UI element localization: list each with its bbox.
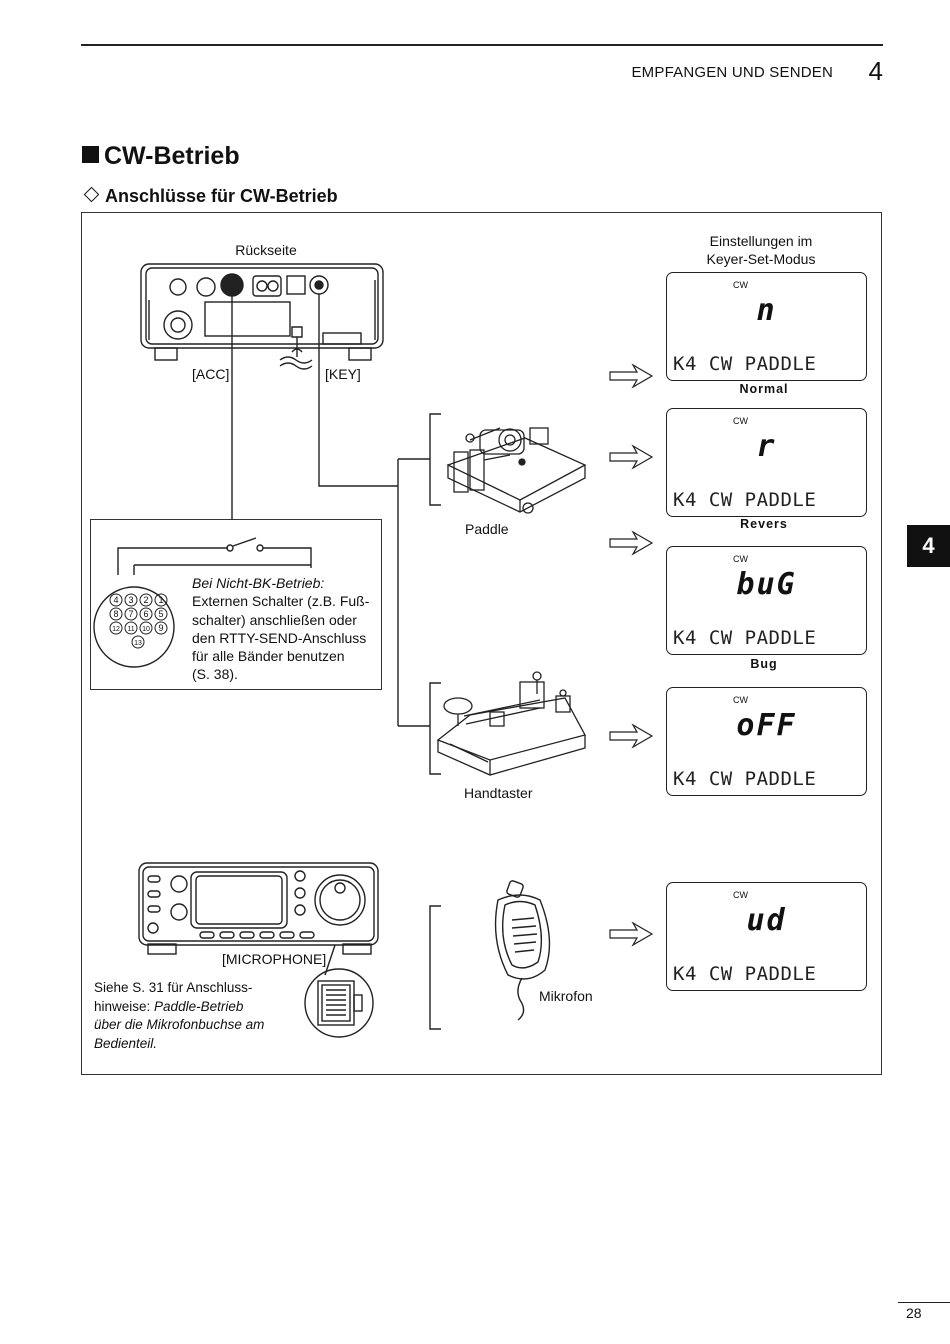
mic-note-line: über die Mikrofonbuchse am xyxy=(94,1017,265,1032)
footer-rule xyxy=(898,1302,950,1303)
mode-label-revers: Revers xyxy=(740,517,788,531)
subsection-title: Anschlüsse für CW-Betrieb xyxy=(82,186,338,207)
settings-caption-line1: Einstellungen im xyxy=(709,233,813,249)
lcd-panel-revers: CW r K4 CW PADDLE xyxy=(666,408,867,517)
paddle-icon xyxy=(446,427,587,514)
chapter-side-tab: 4 xyxy=(907,525,950,567)
bk-note-line: für alle Bänder benutzen xyxy=(192,648,345,665)
pin-number: 13 xyxy=(134,640,142,647)
mic-note-line: Bedienteil. xyxy=(94,1035,158,1051)
lcd-panel-ud: CW ud K4 CW PADDLE xyxy=(666,882,867,991)
pin-number: 9 xyxy=(158,623,163,633)
settings-caption: Einstellungen im Keyer-Set-Modus xyxy=(707,232,816,268)
microphone-jack-label: [MICROPHONE] xyxy=(222,951,327,967)
bk-note-line: Bei Nicht-BK-Betrieb: xyxy=(192,575,325,591)
lcd-value: buG xyxy=(736,567,797,602)
lcd-panel-off: CW oFF K4 CW PADDLE xyxy=(666,687,867,796)
arrow-icon xyxy=(609,363,654,389)
straight-key-icon xyxy=(436,671,586,776)
pin-circle xyxy=(131,635,145,649)
pin-circle xyxy=(139,621,153,635)
bk-note-line: den RTTY-SEND-Anschluss xyxy=(192,629,367,646)
section-title: CW-Betrieb xyxy=(82,142,240,171)
arrow-icons xyxy=(609,363,654,947)
pin-circle xyxy=(109,593,123,607)
pin-circle xyxy=(139,607,153,621)
bk-note-line: (S. 38). xyxy=(192,666,238,683)
diagram-frame xyxy=(81,212,882,1075)
mic-note-text: Siehe S. 31 für Anschluss- hinweise: Pad… xyxy=(94,979,264,1053)
arrow-icon xyxy=(609,530,654,556)
bk-note-line: Externen Schalter (z.B. Fuß- xyxy=(192,593,370,610)
page-number: 28 xyxy=(906,1305,922,1321)
arrow-icon xyxy=(609,921,654,947)
pin-number: 11 xyxy=(127,626,134,633)
mode-label-bug: Bug xyxy=(750,657,778,671)
acc-jack-label: [ACC] xyxy=(192,366,230,382)
chapter-title: EMPFANGEN UND SENDEN xyxy=(631,64,833,81)
arrow-icon xyxy=(609,444,654,470)
arrow-icon xyxy=(609,723,654,749)
key-jack-label: [KEY] xyxy=(325,366,361,382)
pin-number: 1 xyxy=(158,595,163,605)
paddle-label: Paddle xyxy=(465,521,509,537)
mic-note-plain: hinweise: xyxy=(94,998,155,1014)
pin-circle xyxy=(154,621,168,635)
pin-number: 10 xyxy=(142,626,150,633)
rear-panel-label: Rückseite xyxy=(235,242,297,258)
square-bullet-icon xyxy=(82,146,99,163)
mic-note-line: Siehe S. 31 für Anschluss- xyxy=(94,980,253,995)
cw-indicator: CW xyxy=(733,416,748,426)
lcd-value: r xyxy=(756,429,777,464)
bk-note-box xyxy=(90,519,382,690)
bk-note-text: Bei Nicht-BK-Betrieb: Externen Schalter … xyxy=(192,574,369,684)
pin-circle xyxy=(124,607,138,621)
lcd-menu-line: K4 CW PADDLE xyxy=(673,768,817,790)
pin-circle xyxy=(154,593,168,607)
cw-indicator: CW xyxy=(733,890,748,900)
bk-note-line: schalter) anschließen oder xyxy=(192,611,357,628)
settings-caption-line2: Keyer-Set-Modus xyxy=(706,251,816,267)
pin-number: 6 xyxy=(143,609,148,619)
microphone-icon xyxy=(494,880,551,1021)
microphone-jack-icon xyxy=(304,968,374,1038)
pin-number: 8 xyxy=(113,609,118,619)
lcd-menu-line: K4 CW PADDLE xyxy=(673,963,817,985)
pin-number: 5 xyxy=(158,609,163,619)
chapter-number: 4 xyxy=(868,56,883,86)
lcd-panel-bug: CW buG K4 CW PADDLE xyxy=(666,546,867,655)
microphone-label: Mikrofon xyxy=(539,988,593,1004)
pin-circle xyxy=(109,607,123,621)
mic-note-line: hinweise: Paddle-Betrieb xyxy=(94,998,264,1017)
lcd-value: n xyxy=(756,293,777,328)
front-panel-icon xyxy=(138,862,379,976)
pin-number: 3 xyxy=(128,595,133,605)
pin-circle xyxy=(154,607,168,621)
cw-indicator: CW xyxy=(733,280,748,290)
cw-indicator: CW xyxy=(733,695,748,705)
section-title-text: CW-Betrieb xyxy=(104,142,240,170)
lcd-menu-line: K4 CW PADDLE xyxy=(673,627,817,649)
lcd-value: oFF xyxy=(736,708,797,743)
straight-key-label: Handtaster xyxy=(464,785,533,801)
pin-number: 4 xyxy=(113,595,118,605)
mic-note-italic: Paddle-Betrieb xyxy=(154,998,244,1014)
pin-circle xyxy=(124,593,138,607)
header-rule xyxy=(81,44,883,46)
cw-indicator: CW xyxy=(733,554,748,564)
pin-number: 7 xyxy=(128,609,133,619)
pin-number: 2 xyxy=(143,595,148,605)
pin-circle xyxy=(139,593,153,607)
pin-number: 12 xyxy=(112,626,120,633)
pin-circle xyxy=(109,621,123,635)
rear-panel-icon xyxy=(140,263,384,370)
lcd-panel-normal: CW n K4 CW PADDLE xyxy=(666,272,867,381)
lcd-menu-line: K4 CW PADDLE xyxy=(673,353,817,375)
lcd-value: ud xyxy=(746,903,787,938)
subsection-title-text: Anschlüsse für CW-Betrieb xyxy=(105,186,338,206)
lcd-menu-line: K4 CW PADDLE xyxy=(673,489,817,511)
mode-label-normal: Normal xyxy=(739,382,789,396)
pin-circle xyxy=(124,621,138,635)
